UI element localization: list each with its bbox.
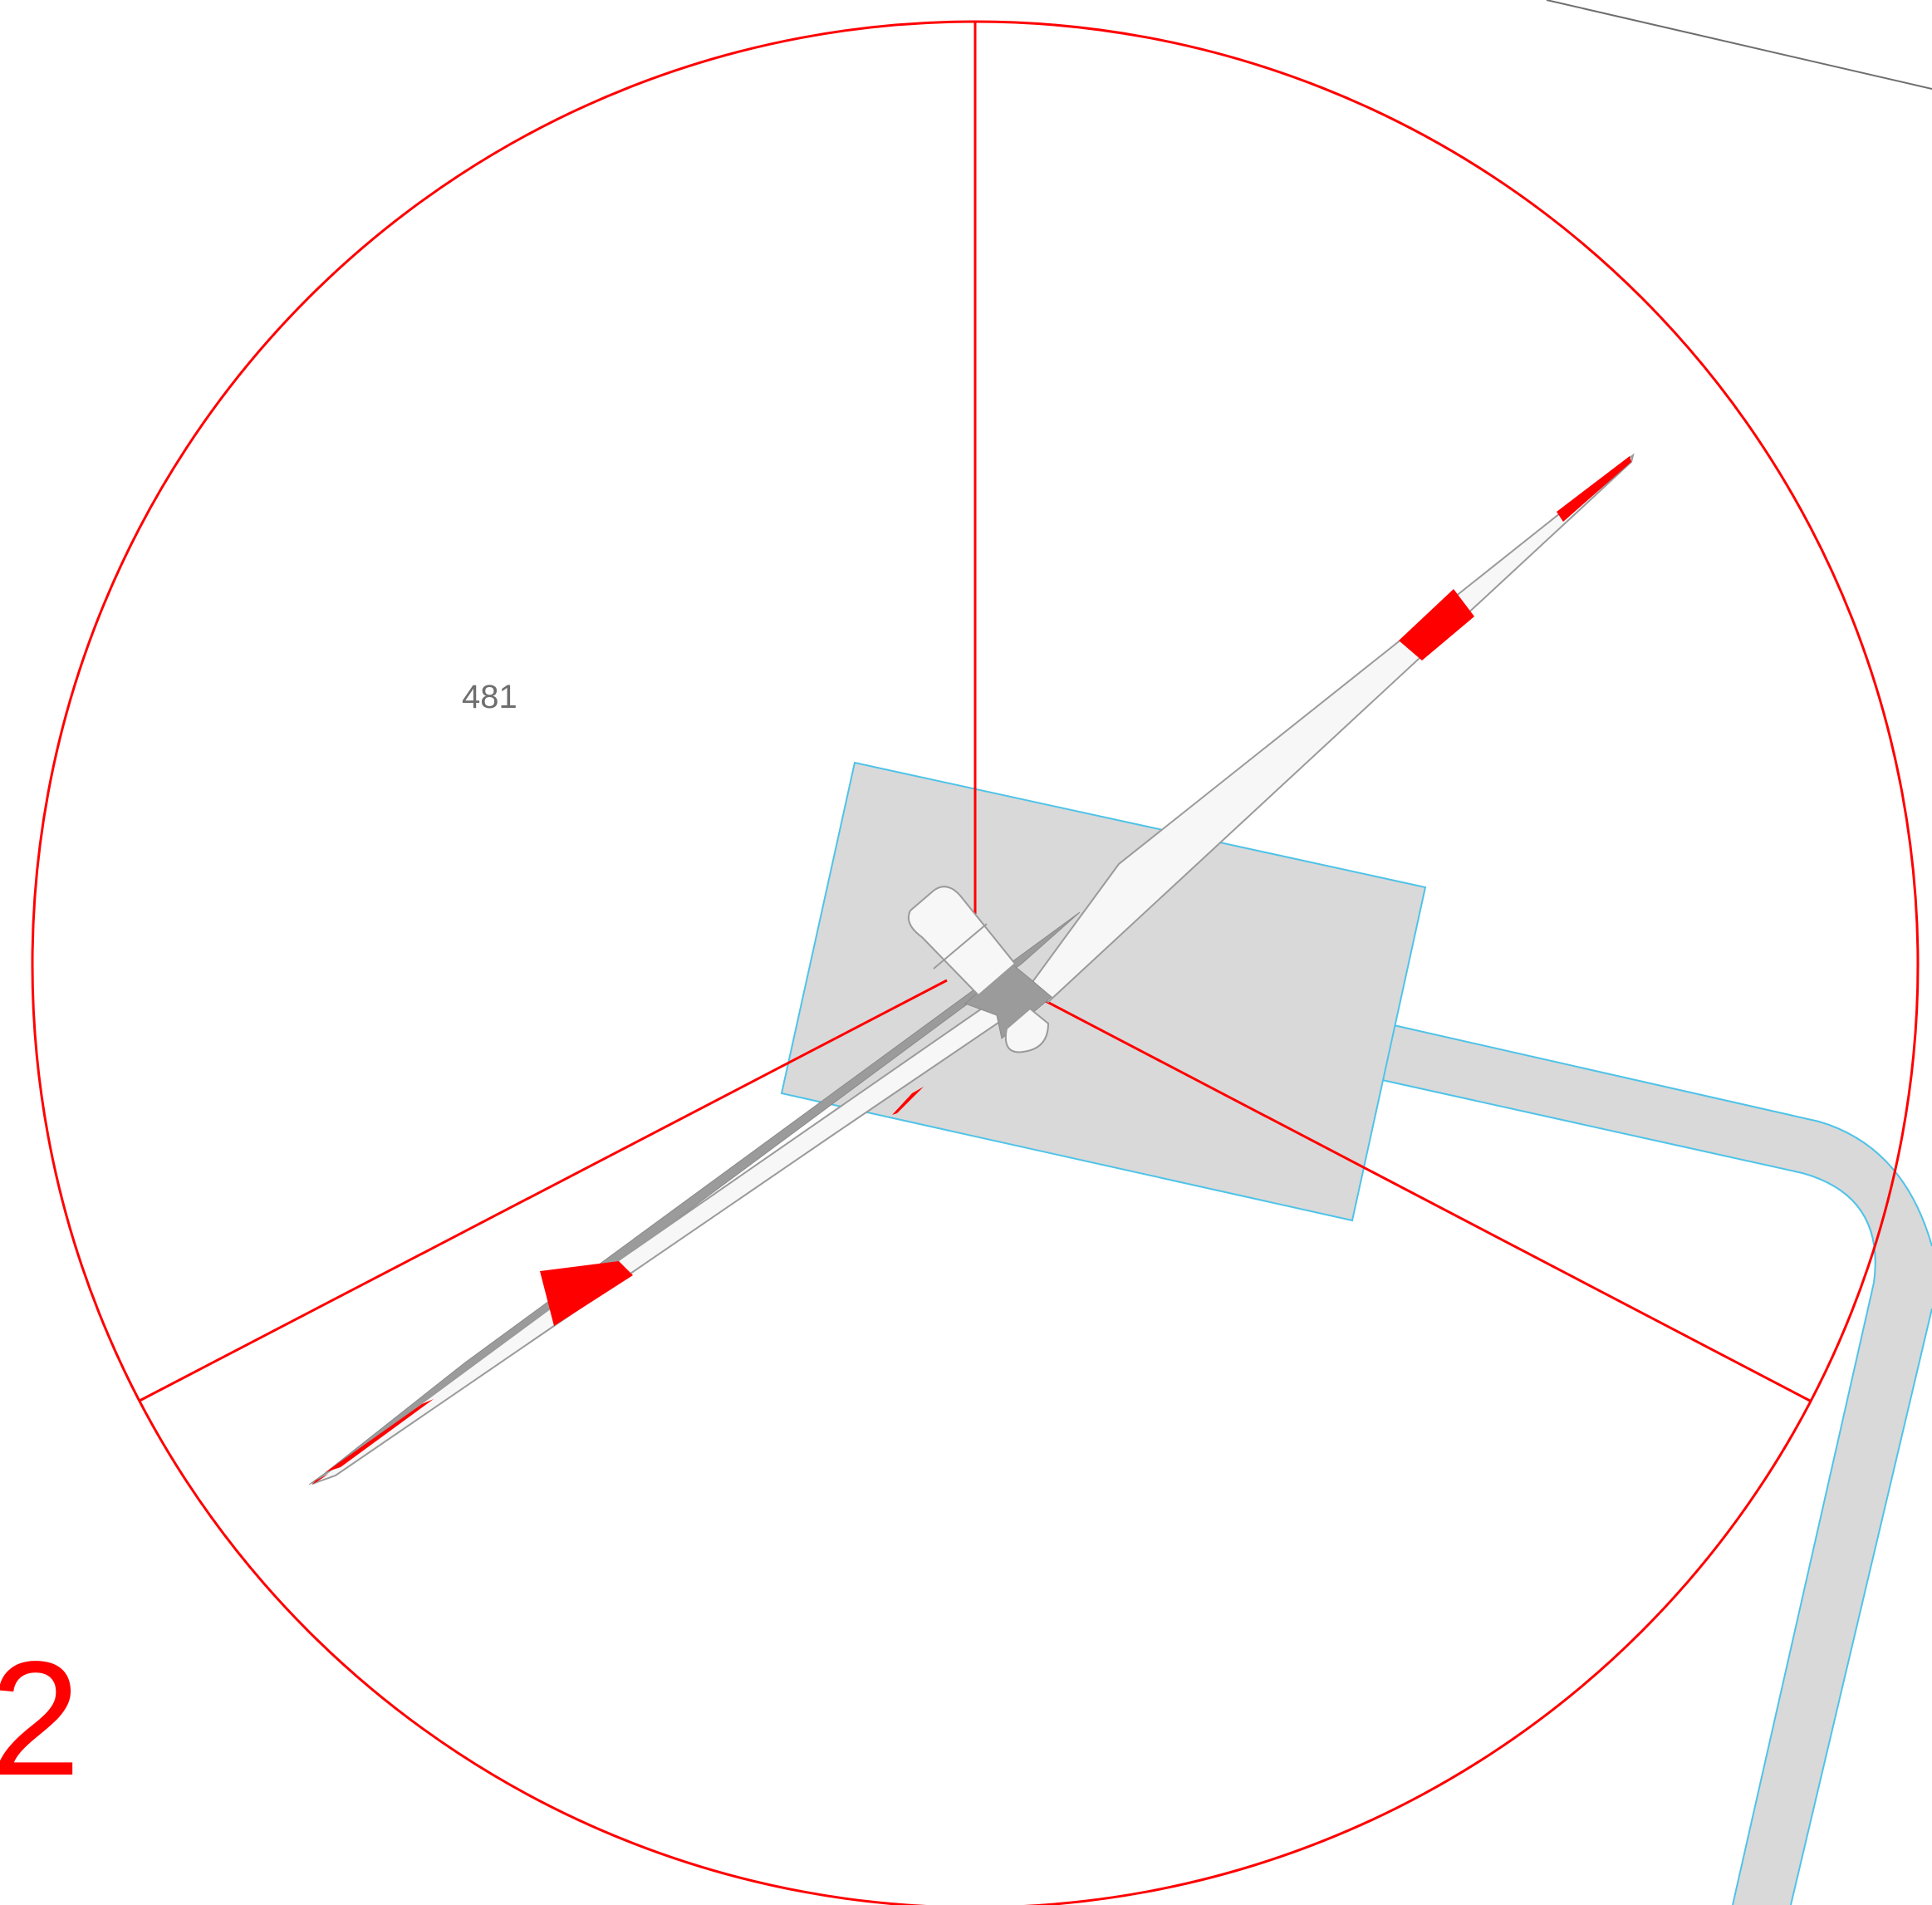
boundary-line xyxy=(1546,0,1932,90)
radius-line-southeast xyxy=(1042,998,1811,1402)
blade-tip-marking-small xyxy=(892,1087,924,1115)
access-road-edge-inner xyxy=(1381,1079,1876,1905)
blade-tip-marking-1 xyxy=(540,1261,633,1326)
wind-turbine-icon xyxy=(308,453,1635,1485)
nacelle-housing xyxy=(907,886,1017,997)
radius-line-southwest xyxy=(139,979,948,1402)
crane-platform xyxy=(780,761,1427,1222)
blade-tip-marking-3 xyxy=(312,1474,329,1485)
blade-shadow xyxy=(308,911,1081,1485)
blade-tip-marking-2 xyxy=(326,1399,434,1472)
plan-number-label: 481 xyxy=(462,679,517,715)
access-road-edge-outer-lower xyxy=(1790,1308,1932,1905)
blade-tip-marking-4 xyxy=(1399,589,1474,660)
corner-number-label: 2 xyxy=(0,1628,81,1809)
rotor-blade-lower-left xyxy=(311,994,1018,1485)
blade-tip-marking-5 xyxy=(1557,456,1631,522)
rotor-hub xyxy=(1005,1007,1050,1053)
access-road xyxy=(1382,1025,1932,1905)
nacelle-seam xyxy=(933,923,988,970)
access-road-edge-outer xyxy=(1393,1024,1932,1247)
